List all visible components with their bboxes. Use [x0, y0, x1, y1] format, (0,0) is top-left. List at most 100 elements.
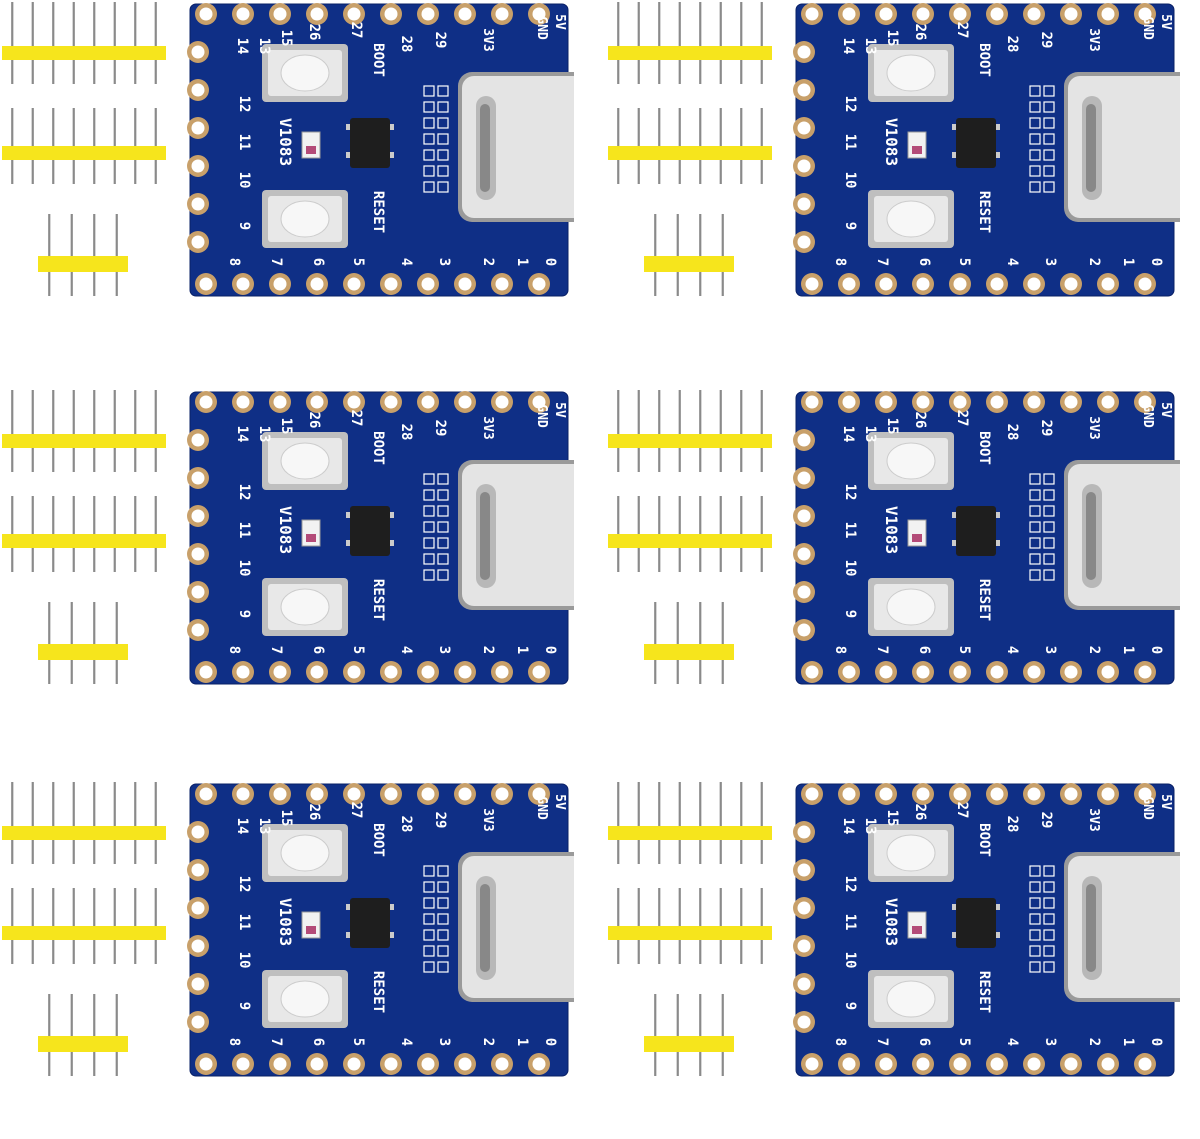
boot-button [262, 824, 348, 882]
silkscreen-label: 1 [514, 258, 530, 266]
silkscreen-label: V1083 [882, 506, 901, 554]
silkscreen-label: 2 [480, 1038, 496, 1046]
silkscreen-label: 29 [1038, 812, 1054, 829]
regulator-chip [346, 118, 394, 168]
silkscreen-label: 11 [236, 134, 252, 151]
header-strip-4pin [38, 602, 128, 684]
silkscreen-label: 3V3 [480, 28, 495, 51]
silkscreen-label: 8 [226, 1038, 242, 1046]
silkscreen-label: 4 [398, 258, 414, 266]
silkscreen-label: RESET [370, 971, 386, 1013]
silkscreen-label: 27 [954, 22, 970, 39]
silkscreen-label: 12 [236, 876, 252, 893]
silkscreen-label: 26 [912, 24, 928, 41]
header-plastic [2, 146, 166, 160]
silkscreen-label: 12 [842, 484, 858, 501]
header-strip-8pin [608, 390, 772, 472]
pin-headers [2, 390, 166, 684]
silkscreen-label: V1083 [276, 118, 295, 166]
silkscreen-label: 11 [842, 134, 858, 151]
silkscreen-label: 28 [398, 424, 414, 441]
silkscreen-label: 7 [874, 258, 890, 266]
silkscreen-label: RESET [976, 579, 992, 621]
silkscreen-label: 8 [832, 646, 848, 654]
header-plastic [608, 146, 772, 160]
silkscreen-label: 12 [842, 876, 858, 893]
reset-button [868, 970, 954, 1028]
silkscreen-label: 10 [842, 560, 858, 577]
silkscreen-label: RESET [370, 579, 386, 621]
silkscreen-label: 3 [1042, 646, 1058, 654]
silkscreen-label: 27 [348, 802, 364, 819]
header-strip-8pin [608, 782, 772, 864]
silkscreen-label: 14 [234, 38, 250, 55]
silkscreen-label: 28 [398, 816, 414, 833]
silkscreen-label: 27 [954, 410, 970, 427]
silkscreen-label: BOOT [976, 43, 992, 77]
header-strip-8pin [2, 390, 166, 472]
silkscreen-label: 1 [1120, 646, 1136, 654]
silkscreen-label: 3V3 [1086, 28, 1101, 51]
silkscreen-label: 7 [874, 646, 890, 654]
silkscreen-label: 6 [916, 1038, 932, 1046]
silkscreen-label: 4 [1004, 1038, 1020, 1046]
silkscreen-label: GND [534, 16, 549, 40]
silkscreen-label: 13 [862, 38, 878, 55]
silkscreen-label: 2 [480, 258, 496, 266]
silkscreen-label: 3 [436, 1038, 452, 1046]
silkscreen-label: 5 [956, 1038, 972, 1046]
usb-footprint [1029, 865, 1055, 973]
silkscreen-label: 15 [884, 30, 900, 47]
silkscreen-label: 0 [542, 1038, 558, 1046]
silkscreen-label: 13 [256, 426, 272, 443]
silkscreen-label: 0 [542, 258, 558, 266]
regulator-chip [346, 898, 394, 948]
silkscreen-label: 0 [1148, 258, 1164, 266]
silkscreen-label: 6 [310, 646, 326, 654]
silkscreen-label: BOOT [370, 823, 386, 857]
silkscreen-label: 8 [832, 1038, 848, 1046]
silkscreen-label: 3V3 [480, 808, 495, 831]
header-strip-8pin [608, 496, 772, 572]
silkscreen-label: 29 [1038, 32, 1054, 49]
silkscreen-label: V1083 [276, 898, 295, 946]
silkscreen-label: 10 [842, 172, 858, 189]
header-plastic [38, 256, 128, 272]
silkscreen-label: 13 [256, 818, 272, 835]
usb-c-icon [458, 72, 574, 222]
silkscreen-label: 5V [1158, 402, 1173, 418]
silkscreen-label: 7 [268, 258, 284, 266]
header-strip-4pin [38, 994, 128, 1076]
silkscreen-label: 6 [916, 646, 932, 654]
silkscreen-label: V1083 [882, 898, 901, 946]
usb-c-icon [1064, 460, 1180, 610]
silkscreen-label: 5 [956, 646, 972, 654]
silkscreen-label: 15 [884, 810, 900, 827]
silkscreen-label: 9 [236, 1002, 252, 1010]
silkscreen-label: 14 [234, 818, 250, 835]
regulator-chip [952, 506, 1000, 556]
silkscreen-label: 5V [552, 794, 567, 810]
usb-footprint [1029, 85, 1055, 193]
silkscreen-label: RESET [976, 971, 992, 1013]
silkscreen-label: 4 [398, 1038, 414, 1046]
silkscreen-label: 0 [1148, 1038, 1164, 1046]
silkscreen-label: 29 [432, 812, 448, 829]
silkscreen-label: 9 [236, 610, 252, 618]
header-strip-8pin [2, 2, 166, 84]
header-strip-8pin [608, 108, 772, 184]
rgb-led [907, 131, 927, 159]
silkscreen-label: 29 [432, 32, 448, 49]
silkscreen-label: 26 [306, 24, 322, 41]
silkscreen-label: BOOT [370, 43, 386, 77]
silkscreen-label: 1 [514, 646, 530, 654]
rgb-led [301, 131, 321, 159]
silkscreen-label: 3 [436, 258, 452, 266]
silkscreen-label: 28 [1004, 424, 1020, 441]
silkscreen-label: 14 [840, 818, 856, 835]
silkscreen-label: 7 [268, 1038, 284, 1046]
header-strip-8pin [608, 2, 772, 84]
